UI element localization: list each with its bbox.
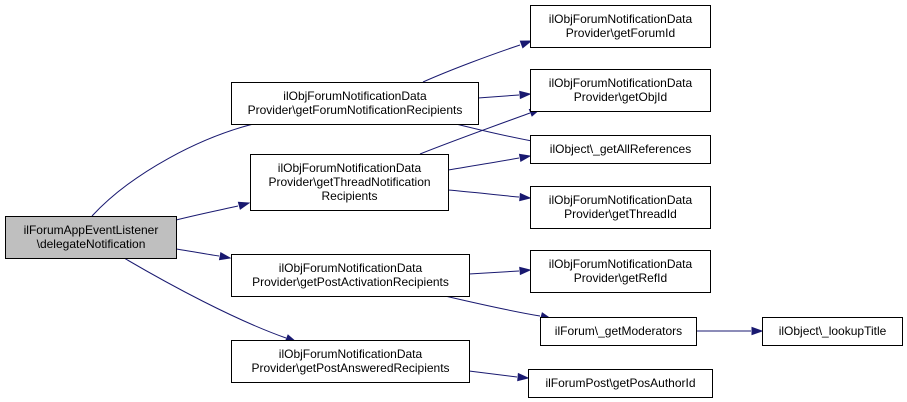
edge-line <box>455 123 538 143</box>
node-box <box>762 317 903 346</box>
node-get-post-answered-recipients[interactable]: ilObjForumNotificationDataProvider\getPo… <box>231 340 470 383</box>
node-label-line: Provider\getObjId <box>574 90 667 104</box>
node-box <box>530 135 711 164</box>
node-label-line: ilObject\_getAllReferences <box>550 142 691 156</box>
node-label-line: ilObjForumNotificationData <box>549 12 693 26</box>
node-label-line: Provider\getRefId <box>574 271 667 285</box>
arrowhead <box>519 90 532 100</box>
node-get-post-activation-recipients[interactable]: ilObjForumNotificationDataProvider\getPo… <box>231 254 470 297</box>
edge-get-moderators-to-lookup-title <box>696 326 764 336</box>
node-box <box>231 254 470 297</box>
arrowhead <box>517 372 530 382</box>
node-label-line: Provider\getPostActivationRecipients <box>252 275 449 289</box>
node-box <box>250 154 449 211</box>
node-get-moderators[interactable]: ilForum\_getModerators <box>540 317 697 346</box>
arrowhead <box>751 326 764 336</box>
node-get-all-references[interactable]: ilObject\_getAllReferences <box>530 135 711 164</box>
node-label-line: Provider\getThreadId <box>564 207 677 221</box>
node-box <box>530 69 711 112</box>
node-label-line: ilObjForumNotificationData <box>279 347 423 361</box>
node-label-line: Recipients <box>321 189 377 203</box>
nodes-layer: ilForumAppEventListener\delegateNotifica… <box>5 5 903 398</box>
node-label-line: \delegateNotification <box>37 237 146 251</box>
edge-get-post-activation-recipients-to-get-moderators <box>444 295 553 321</box>
node-box <box>530 5 711 48</box>
node-label-line: Provider\getForumId <box>566 26 675 40</box>
edge-line <box>444 295 541 317</box>
edge-line <box>175 248 220 257</box>
edge-line <box>91 120 267 217</box>
node-label-line: ilObjForumNotificationData <box>549 76 693 90</box>
node-label-line: ilForum\_getModerators <box>555 324 682 338</box>
node-label-line: ilObjForumNotificationData <box>549 257 693 271</box>
edge-line <box>175 205 239 221</box>
node-lookup-title[interactable]: ilObject\_lookupTitle <box>762 317 903 346</box>
node-box <box>530 250 711 293</box>
node-delegate-notification[interactable]: ilForumAppEventListener\delegateNotifica… <box>5 216 177 259</box>
arrowhead <box>519 40 533 49</box>
edge-get-forum-notification-recipients-to-get-forum-id <box>422 40 533 83</box>
edge-line <box>468 270 520 275</box>
edge-delegate-notification-to-get-forum-notification-recipients <box>91 116 278 217</box>
arrowhead <box>218 251 232 261</box>
node-label-line: ilObjForumNotificationData <box>279 261 423 275</box>
edge-line <box>447 157 520 171</box>
node-label-line: ilObjForumNotificationData <box>278 161 422 175</box>
edge-delegate-notification-to-get-post-activation-recipients <box>175 248 232 261</box>
node-box <box>540 317 697 346</box>
node-label-line: Provider\getForumNotificationRecipients <box>248 103 463 117</box>
arrowhead <box>519 266 532 276</box>
edge-line <box>468 370 518 378</box>
arrowhead <box>519 192 532 202</box>
node-label-line: ilObjForumNotificationData <box>283 89 427 103</box>
node-get-ref-id[interactable]: ilObjForumNotificationDataProvider\getRe… <box>530 250 711 293</box>
edge-get-forum-notification-recipients-to-get-obj-id <box>477 90 532 100</box>
node-get-forum-id[interactable]: ilObjForumNotificationDataProvider\getFo… <box>530 5 711 48</box>
arrowhead <box>237 201 251 210</box>
edge-delegate-notification-to-get-thread-notification-recipients <box>175 201 251 221</box>
node-label-line: ilForumAppEventListener <box>24 223 159 237</box>
node-box <box>231 340 470 383</box>
edge-line <box>477 94 520 99</box>
node-label-line: ilObject\_lookupTitle <box>779 324 887 338</box>
edge-get-post-answered-recipients-to-get-pos-author-id <box>468 370 530 382</box>
edge-get-post-activation-recipients-to-get-ref-id <box>468 266 532 276</box>
edge-get-thread-notification-recipients-to-get-all-references <box>447 153 532 171</box>
node-get-pos-author-id[interactable]: ilForumPost\getPosAuthorId <box>528 369 713 398</box>
node-label-line: Provider\getPostAnsweredRecipients <box>251 361 449 375</box>
node-box <box>231 82 479 125</box>
edge-get-thread-notification-recipients-to-get-thread-id <box>447 189 532 202</box>
edge-line <box>447 189 520 198</box>
node-label-line: ilObjForumNotificationData <box>549 193 693 207</box>
node-label-line: Provider\getThreadNotification <box>268 175 430 189</box>
edge-line <box>419 112 531 155</box>
node-label-line: ilForumPost\getPosAuthorId <box>545 376 695 390</box>
node-box <box>528 369 713 398</box>
arrowhead <box>518 153 532 163</box>
node-get-obj-id[interactable]: ilObjForumNotificationDataProvider\getOb… <box>530 69 711 112</box>
edge-line <box>422 44 521 83</box>
node-get-thread-notification-recipients[interactable]: ilObjForumNotificationDataProvider\getTh… <box>250 154 449 211</box>
node-get-forum-notification-recipients[interactable]: ilObjForumNotificationDataProvider\getFo… <box>231 82 479 125</box>
node-box <box>5 216 177 259</box>
node-get-thread-id[interactable]: ilObjForumNotificationDataProvider\getTh… <box>530 186 711 229</box>
node-box <box>530 186 711 229</box>
edge-line <box>123 257 287 339</box>
